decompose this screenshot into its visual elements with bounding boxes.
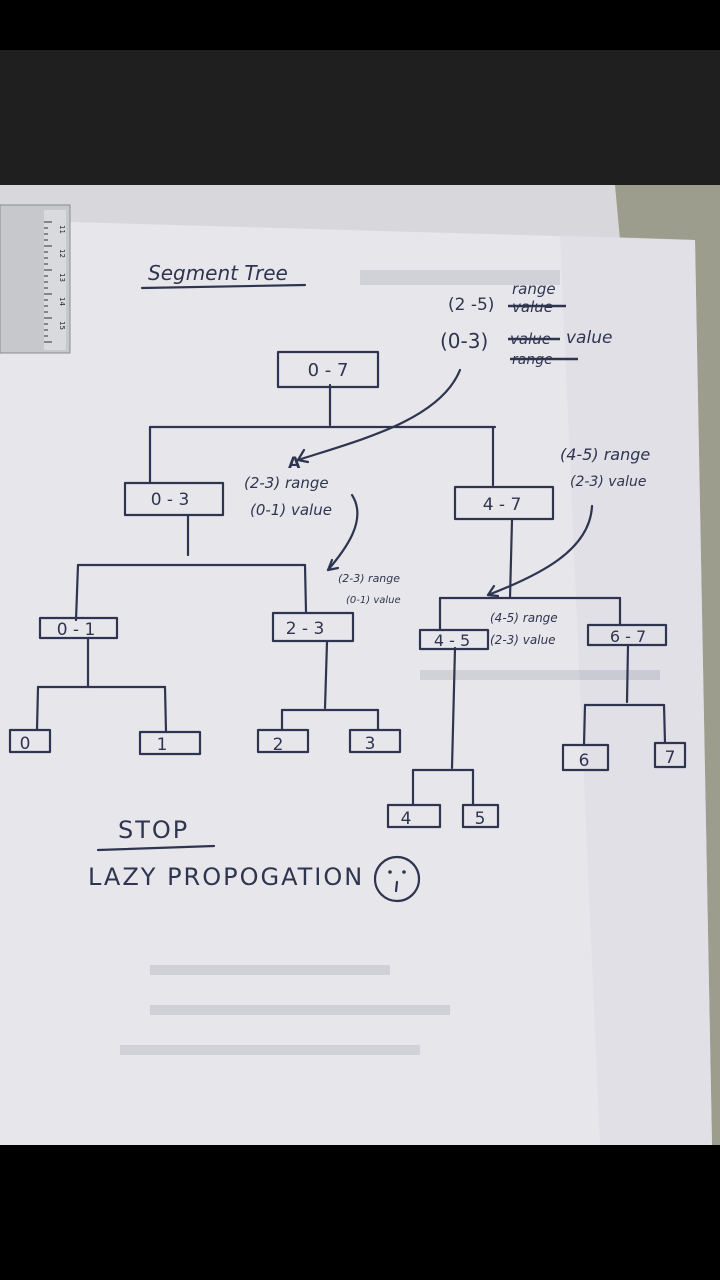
leaf-2: 2 [256,728,310,755]
leaf-3: 3 [348,728,402,754]
svg-text:4 - 5: 4 - 5 [434,631,470,650]
navigation-bar [0,1145,720,1280]
svg-text:(2 -5): (2 -5) [448,295,494,315]
stop-note: STOP [118,816,189,844]
svg-text:3: 3 [365,734,376,754]
svg-text:5: 5 [475,809,486,829]
paper-sheet [0,220,712,1145]
leaf-5: 5 [461,803,500,829]
svg-text:6: 6 [579,751,590,771]
node-0-1: 0 - 1 [38,616,119,640]
svg-text:(0-3): (0-3) [440,329,488,353]
annotation-inner: (4-5) range (2-3) value [490,611,558,647]
lazy-note: LAZY PROPOGATION [88,863,364,891]
svg-text:7: 7 [665,748,676,768]
svg-text:(4-5) range: (4-5) range [560,445,650,464]
ruler: 11 12 13 14 15 [0,204,71,354]
leaf-6: 6 [561,743,610,772]
ruler-tick-15: 15 [58,321,66,330]
node-2-3: 2 - 3 [271,611,355,643]
svg-text:(2-3) range: (2-3) range [244,474,329,492]
leaf-0: 0 [8,728,52,754]
svg-text:0 - 1: 0 - 1 [57,620,96,640]
leaf-7: 7 [653,741,687,769]
svg-text:2: 2 [273,735,284,755]
svg-text:(2-3) value: (2-3) value [490,633,556,647]
ruler-tick-13: 13 [58,273,66,282]
show-through [120,270,660,1055]
arrow-to-4-5 [486,504,594,597]
svg-text:0 - 3: 0 - 3 [151,490,190,510]
ruler-tick-11: 11 [58,225,66,234]
svg-text:(2-3) value: (2-3) value [570,474,646,490]
svg-text:6 - 7: 6 - 7 [610,627,646,646]
status-bar [0,0,720,50]
svg-text:value: value [566,328,612,348]
annotation-small: (2-3) range (0-1) value [338,572,401,606]
svg-text:4 - 7: 4 - 7 [483,495,522,515]
svg-text:0: 0 [20,734,31,754]
page-title: Segment Tree [148,261,288,285]
photo: 11 12 13 14 15 Segment Tree [0,50,720,1145]
annotation-right: (4-5) range (2-3) value [560,445,650,490]
arrow-to-2-3 [326,493,359,572]
annotation-middle: (2-3) range (0-1) value [244,474,332,519]
node-6-7: 6 - 7 [586,623,668,647]
tree-edges [35,383,667,807]
svg-text:(4-5) range: (4-5) range [490,611,558,625]
node-0-3: 0 - 3 [123,481,225,517]
notebook-photo: 11 12 13 14 15 Segment Tree [0,50,720,1145]
svg-text:(2-3) range: (2-3) range [338,572,400,585]
svg-text:4: 4 [401,809,412,829]
leaf-4: 4 [386,803,442,829]
svg-text:1: 1 [157,735,168,755]
svg-text:range: range [512,280,556,298]
annotation-top: (2 -5) range value (0-3) value value ran… [440,280,612,368]
arrow-to-0-3 [296,368,462,462]
node-0-7: 0 - 7 [276,350,380,389]
svg-text:(0-1) value: (0-1) value [346,595,401,606]
leaf-1: 1 [138,730,202,756]
node-4-7: 4 - 7 [453,485,555,521]
node-4-5: 4 - 5 [418,628,490,651]
ruler-tick-14: 14 [58,297,66,306]
svg-text:2 - 3: 2 - 3 [286,619,325,639]
node-mark: A [288,453,301,472]
svg-text:(0-1) value: (0-1) value [250,501,332,519]
svg-text:0 - 7: 0 - 7 [308,360,349,381]
sad-face-icon [373,855,421,903]
ruler-tick-12: 12 [58,249,66,258]
